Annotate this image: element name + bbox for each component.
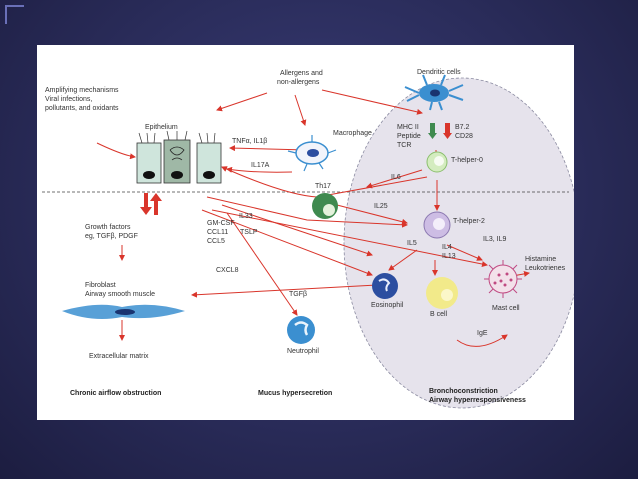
th17-label: Th17: [315, 183, 331, 190]
svg-text:non-allergens: non-allergens: [277, 79, 320, 86]
svg-text:IL13: IL13: [442, 253, 456, 260]
il4-il13-label: IL4 IL13: [442, 244, 456, 260]
histamine-label: Histamine Leukotrienes: [525, 256, 566, 272]
cxcl8-label: CXCL8: [216, 267, 239, 274]
gm-csf-label: GM-CSF CCL11 CCL5: [207, 220, 235, 245]
macrophage-cell: [287, 135, 337, 172]
svg-text:Leukotrienes: Leukotrienes: [525, 265, 566, 272]
svg-text:eg, TGFβ, PDGF: eg, TGFβ, PDGF: [85, 233, 138, 240]
b-cell: [426, 277, 458, 309]
tgfb-label: TGFβ: [289, 291, 307, 298]
svg-text:Growth factors: Growth factors: [85, 224, 131, 231]
figure-card: Amplifying mechanisms Viral infections, …: [37, 45, 574, 420]
macrophage-label: Macrophage: [333, 130, 372, 137]
svg-text:Amplifying mechanisms: Amplifying mechanisms: [45, 87, 119, 94]
allergens-label: Allergens and non-allergens: [277, 70, 323, 86]
il25-label: IL25: [374, 203, 388, 210]
il3-il9-label: IL3, IL9: [483, 236, 506, 243]
svg-text:CCL11: CCL11: [207, 229, 228, 236]
svg-text:Histamine: Histamine: [525, 256, 556, 263]
svg-text:Fibroblast: Fibroblast: [85, 282, 116, 289]
thick-arrows: [140, 193, 162, 215]
mucus-label: Mucus hypersecretion: [258, 390, 332, 397]
svg-text:B7.2: B7.2: [455, 124, 470, 131]
ige-label: IgE: [477, 330, 488, 337]
mast-cell-label: Mast cell: [492, 305, 520, 312]
svg-text:pollutants, and oxidants: pollutants, and oxidants: [45, 105, 119, 112]
il17a-label: IL17A: [251, 162, 270, 169]
il6-label: IL6: [391, 174, 401, 181]
mast-cell: [484, 260, 522, 298]
neutrophil-cell: [287, 316, 315, 344]
dendritic-cell: [404, 74, 464, 111]
costim-label: B7.2 CD28: [455, 124, 473, 140]
tnf-label: TNFα, IL1β: [232, 138, 267, 145]
mhc-label: MHC II Peptide TCR: [397, 124, 421, 149]
svg-text:Bronchoconstriction: Bronchoconstriction: [429, 388, 498, 395]
svg-text:Peptide: Peptide: [397, 133, 421, 140]
svg-text:Viral infections,: Viral infections,: [45, 96, 92, 103]
growth-factors-label: Growth factors eg, TGFβ, PDGF: [85, 224, 138, 240]
amplifying-label: Amplifying mechanisms Viral infections, …: [45, 87, 119, 112]
dendritic-label: Dendritic cells: [417, 69, 461, 76]
th17-cell: [312, 193, 338, 219]
neutrophil-label: Neutrophil: [287, 348, 319, 355]
svg-text:CCL5: CCL5: [207, 238, 225, 245]
svg-text:Airway smooth muscle: Airway smooth muscle: [85, 291, 155, 298]
eosinophil-cell: [372, 273, 398, 299]
epithelium-label: Epithelium: [145, 124, 178, 131]
chronic-label: Chronic airflow obstruction: [70, 390, 161, 397]
il5-label: IL5: [407, 240, 417, 247]
ecm-label: Extracellular matrix: [89, 353, 149, 360]
svg-text:GM-CSF: GM-CSF: [207, 220, 235, 227]
arrow-group: [96, 89, 530, 347]
t-helper-0-cell: [426, 151, 448, 173]
t-helper-2-cell: [423, 211, 451, 239]
tslp-label: TSLP: [240, 229, 258, 236]
broncho-label: Bronchoconstriction Airway hyperresponsi…: [429, 388, 526, 404]
svg-text:IL4: IL4: [442, 244, 452, 251]
t-helper-0-label: T-helper-0: [451, 157, 483, 164]
b-cell-label: B cell: [430, 311, 448, 318]
epithelium-cells: [136, 130, 222, 184]
svg-text:Airway hyperresponsiveness: Airway hyperresponsiveness: [429, 397, 526, 404]
eosinophil-label: Eosinophil: [371, 302, 404, 309]
il33-label: IL33: [239, 213, 253, 220]
t-helper-2-label: T-helper-2: [453, 218, 485, 225]
bronchial-ellipse: [343, 77, 574, 409]
svg-text:MHC II: MHC II: [397, 124, 419, 131]
fibroblast-cell: [62, 304, 185, 319]
corner-bracket-icon: [5, 5, 24, 24]
svg-text:Allergens and: Allergens and: [280, 70, 323, 77]
fibroblast-label: Fibroblast Airway smooth muscle: [85, 282, 155, 298]
svg-text:CD28: CD28: [455, 133, 473, 140]
receptor-bars: [428, 123, 452, 139]
asthma-pathway-diagram: Amplifying mechanisms Viral infections, …: [42, 69, 574, 409]
svg-text:TCR: TCR: [397, 142, 411, 149]
